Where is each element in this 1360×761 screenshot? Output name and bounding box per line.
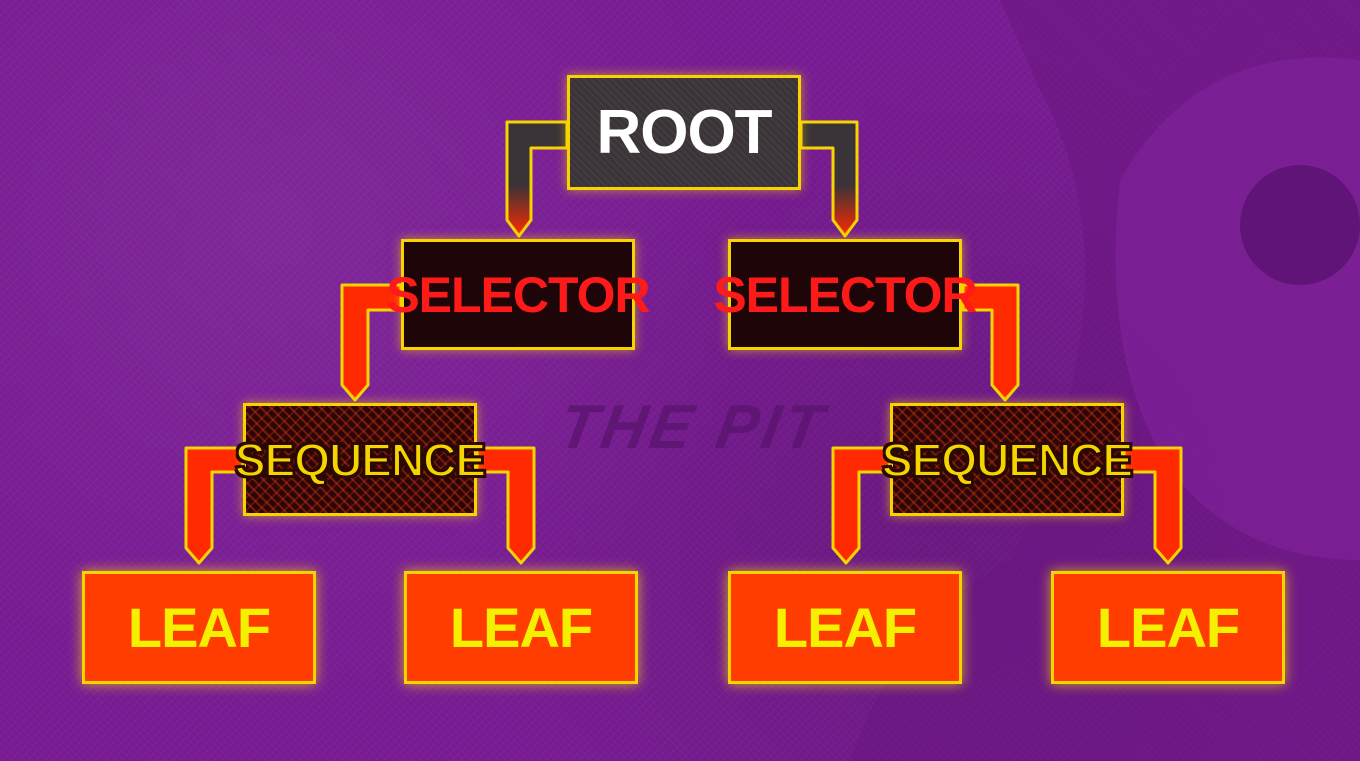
sequence-node-left: SEQUENCE (234, 403, 487, 516)
leaf-label: LEAF (1096, 596, 1240, 659)
connector-selector1-sequence1 (340, 283, 403, 402)
leaf-node-1: LEAF (82, 571, 316, 684)
selector-label: SELECTOR (386, 266, 650, 323)
leaf-node-4: LEAF (1051, 571, 1285, 684)
connector-selector2-sequence2 (961, 283, 1020, 402)
leaf-label: LEAF (773, 596, 917, 659)
connector-sequence1-leaf1 (184, 446, 245, 565)
sequence-node-right: SEQUENCE (881, 403, 1134, 516)
sequence-label: SEQUENCE (881, 433, 1134, 487)
selector-node-left: SELECTOR (386, 239, 651, 350)
root-node: ROOT (567, 75, 801, 190)
connector-root-right (799, 120, 859, 238)
connector-root-left (505, 120, 569, 238)
connector-sequence1-leaf2 (475, 446, 536, 565)
connector-sequence2-leaf4 (1122, 446, 1183, 565)
selector-label: SELECTOR (713, 266, 977, 323)
connector-sequence2-leaf3 (831, 446, 892, 565)
leaf-node-2: LEAF (404, 571, 638, 684)
root-label: ROOT (596, 98, 772, 167)
selector-node-right: SELECTOR (713, 239, 978, 350)
leaf-node-3: LEAF (728, 571, 962, 684)
leaf-label: LEAF (127, 596, 271, 659)
sequence-label: SEQUENCE (234, 433, 487, 487)
leaf-label: LEAF (449, 596, 593, 659)
